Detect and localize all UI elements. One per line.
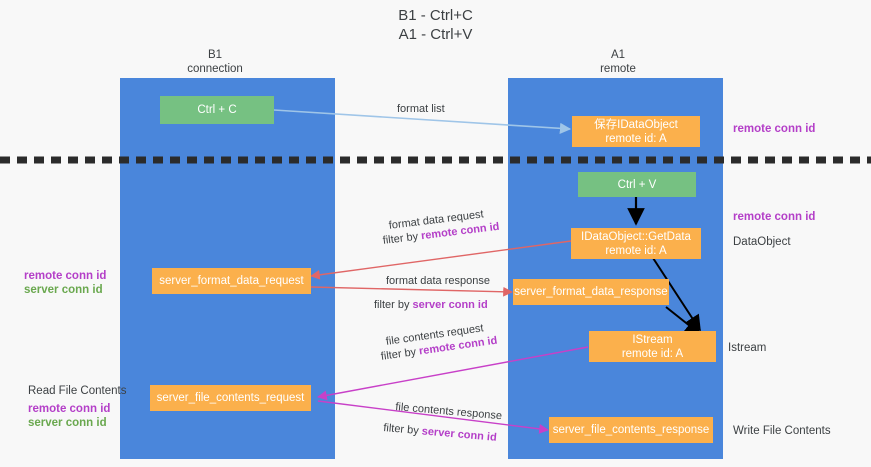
- annotation-read-file-contents: Read File Contents: [28, 385, 127, 397]
- node-server-file-contents-response-label: server_file_contents_response: [552, 424, 710, 436]
- node-ctrl-c-label: Ctrl + C: [197, 104, 237, 116]
- annotation-left-remote-conn-id-bot: remote conn id: [28, 403, 111, 415]
- node-server-file-contents-response[interactable]: server_file_contents_response: [549, 417, 713, 443]
- node-ctrl-v[interactable]: Ctrl + V: [578, 172, 696, 197]
- node-ctrl-c[interactable]: Ctrl + C: [160, 96, 274, 124]
- annotation-dataobject: DataObject: [733, 236, 791, 248]
- node-server-format-data-request-label: server_format_data_request: [159, 275, 304, 287]
- edge-format-list: [273, 109, 572, 134]
- annotation-istream: Istream: [728, 342, 767, 354]
- edge-label-format-data-response: format data response: [386, 275, 490, 287]
- node-istream-line2: remote id: A: [621, 347, 684, 360]
- node-idataobject-getdata[interactable]: IDataObject::GetData remote id: A: [571, 228, 701, 259]
- node-ctrl-v-label: Ctrl + V: [617, 178, 657, 191]
- column-header-a1-sub: remote: [600, 63, 636, 75]
- node-server-file-contents-request-label: server_file_contents_request: [156, 392, 305, 404]
- edge-format-data-response: [310, 286, 513, 297]
- annotation-remote-conn-id-mid: remote conn id: [733, 211, 816, 223]
- annotation-left-server-conn-id-mid: server conn id: [24, 284, 103, 296]
- filter-key-server-conn-id: server conn id: [412, 299, 488, 311]
- node-save-idataobject-line1: 保存IDataObject: [594, 118, 678, 131]
- edge-format-data-request: [310, 240, 572, 280]
- node-server-format-data-response[interactable]: server_format_data_response: [513, 279, 669, 305]
- page-title: B1 - Ctrl+C A1 - Ctrl+V: [0, 6, 871, 44]
- column-header-a1: A1 remote: [558, 48, 678, 76]
- annotation-left-server-conn-id-bot: server conn id: [28, 417, 107, 429]
- title-line-1: B1 - Ctrl+C: [398, 7, 473, 24]
- edge-file-contents-response: [317, 400, 549, 434]
- annotation-remote-conn-id-top: remote conn id: [733, 123, 816, 135]
- annotation-left-remote-conn-id-mid: remote conn id: [24, 270, 107, 282]
- filter-prefix: filter by: [374, 299, 413, 311]
- edge-getdata-istream: [652, 257, 701, 332]
- node-save-idataobject-line2: remote id: A: [605, 132, 667, 145]
- annotation-write-file-contents: Write File Contents: [733, 425, 831, 437]
- node-server-format-data-request[interactable]: server_format_data_request: [152, 268, 311, 294]
- edge-label-format-data-response-filter: filter by server conn id: [374, 298, 488, 312]
- column-header-a1-name: A1: [610, 49, 626, 61]
- node-getdata-line1: IDataObject::GetData: [581, 230, 691, 243]
- node-server-file-contents-request[interactable]: server_file_contents_request: [150, 385, 311, 411]
- filter-prefix: filter by: [382, 421, 423, 438]
- node-getdata-line2: remote id: A: [605, 244, 667, 257]
- column-header-b1-sub: connection: [187, 63, 243, 75]
- node-istream[interactable]: IStream remote id: A: [589, 331, 716, 362]
- column-header-b1: B1 connection: [155, 48, 275, 76]
- edge-label-format-list: format list: [397, 103, 445, 115]
- node-istream-line1: IStream: [632, 333, 673, 346]
- edge-file-contents-request: [317, 346, 589, 401]
- title-line-2: A1 - Ctrl+V: [398, 26, 473, 43]
- column-header-b1-name: B1: [207, 49, 223, 61]
- node-save-idataobject[interactable]: 保存IDataObject remote id: A: [572, 116, 700, 147]
- node-server-format-data-response-label: server_format_data_response: [514, 286, 668, 298]
